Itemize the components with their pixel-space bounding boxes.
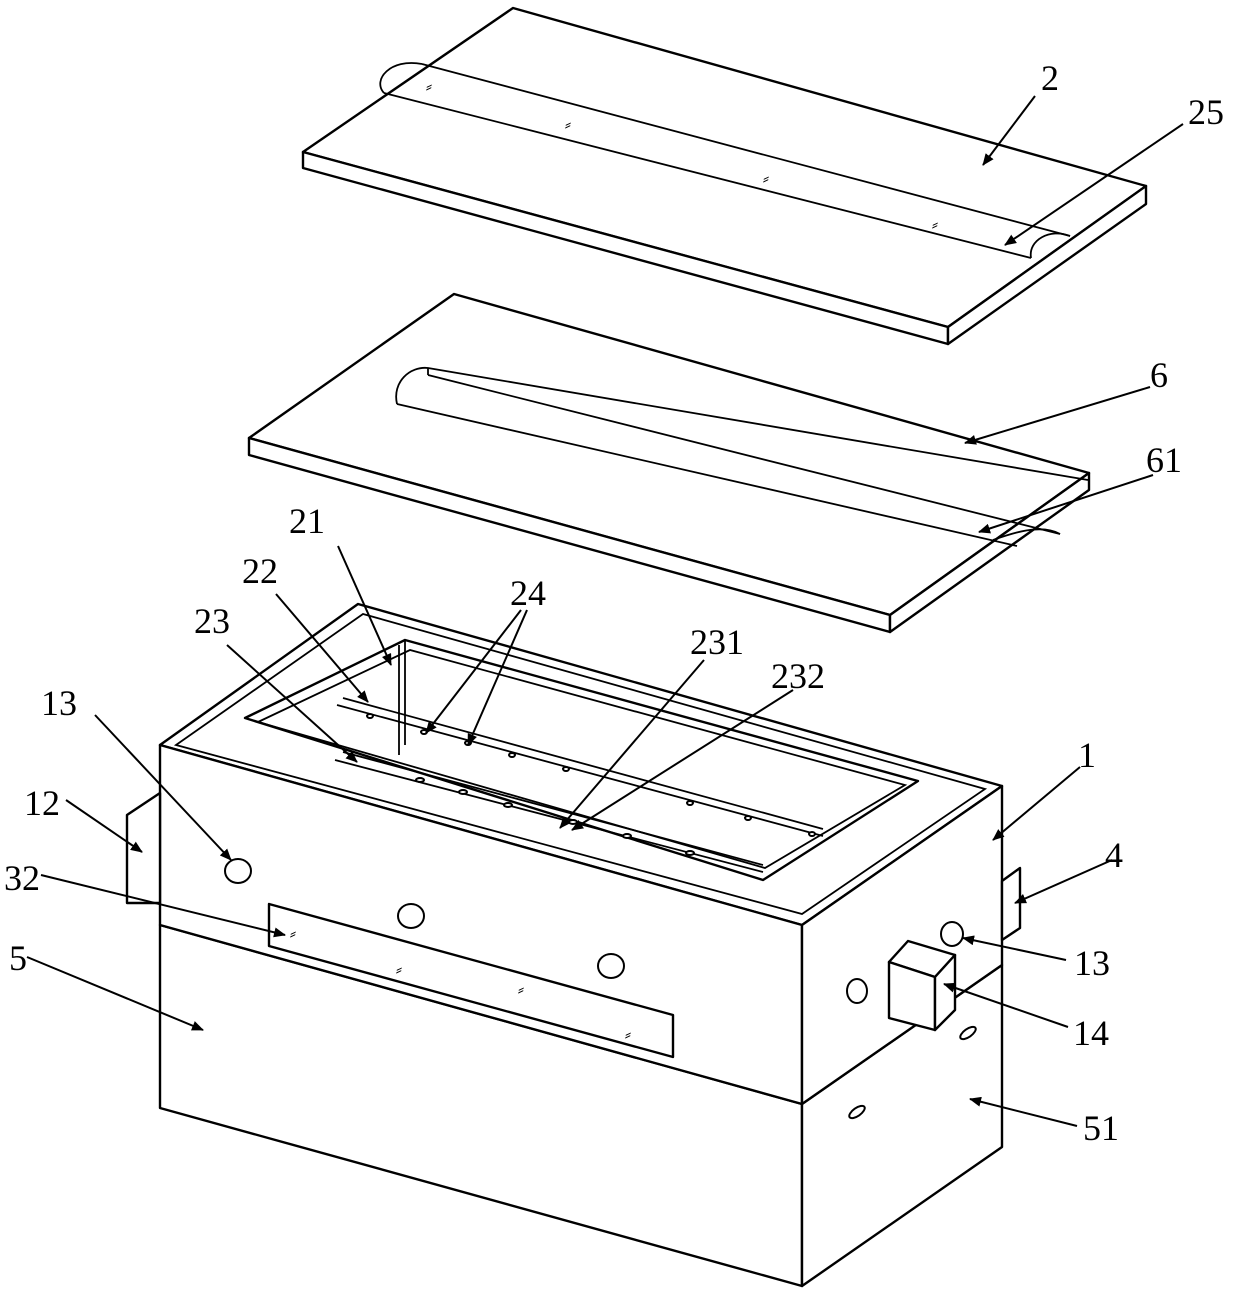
label-lid: 2 [1041, 58, 1059, 98]
label-plate-slot: 61 [1146, 440, 1182, 480]
lid-hatch-mark: ⸗ [565, 114, 571, 134]
label-base-side: 51 [1083, 1108, 1119, 1148]
lid-part-2: ⸗ ⸗ ⸗ ⸗ [303, 8, 1146, 344]
label-rail-23: 23 [194, 601, 230, 641]
label-hole-right: 13 [1074, 943, 1110, 983]
hole-13-right [941, 922, 963, 946]
window-hatch-mark: ⸗ [518, 979, 524, 999]
label-box-14: 14 [1073, 1013, 1109, 1053]
lid-hatch-mark: ⸗ [426, 76, 432, 96]
label-sub-231: 231 [690, 622, 744, 662]
lid-hatch-mark: ⸗ [932, 214, 938, 234]
label-plate: 6 [1150, 355, 1168, 395]
label-sub-232: 232 [771, 656, 825, 696]
label-holes-24: 24 [510, 573, 546, 613]
plate-part-6 [249, 294, 1089, 632]
label-base: 5 [9, 938, 27, 978]
label-window-32: 32 [4, 858, 40, 898]
window-hatch-mark: ⸗ [625, 1024, 631, 1044]
label-wall-21: 21 [289, 501, 325, 541]
label-lid-groove: 25 [1188, 92, 1224, 132]
label-hole-left: 13 [41, 683, 77, 723]
label-handle-left: 12 [24, 783, 60, 823]
label-rail-22: 22 [242, 551, 278, 591]
window-hatch-mark: ⸗ [396, 959, 402, 979]
window-hatch-mark: ⸗ [290, 923, 296, 943]
lid-hatch-mark: ⸗ [763, 168, 769, 188]
label-handle-right: 4 [1105, 835, 1123, 875]
label-housing: 1 [1078, 735, 1096, 775]
hole-13-left [225, 859, 251, 883]
